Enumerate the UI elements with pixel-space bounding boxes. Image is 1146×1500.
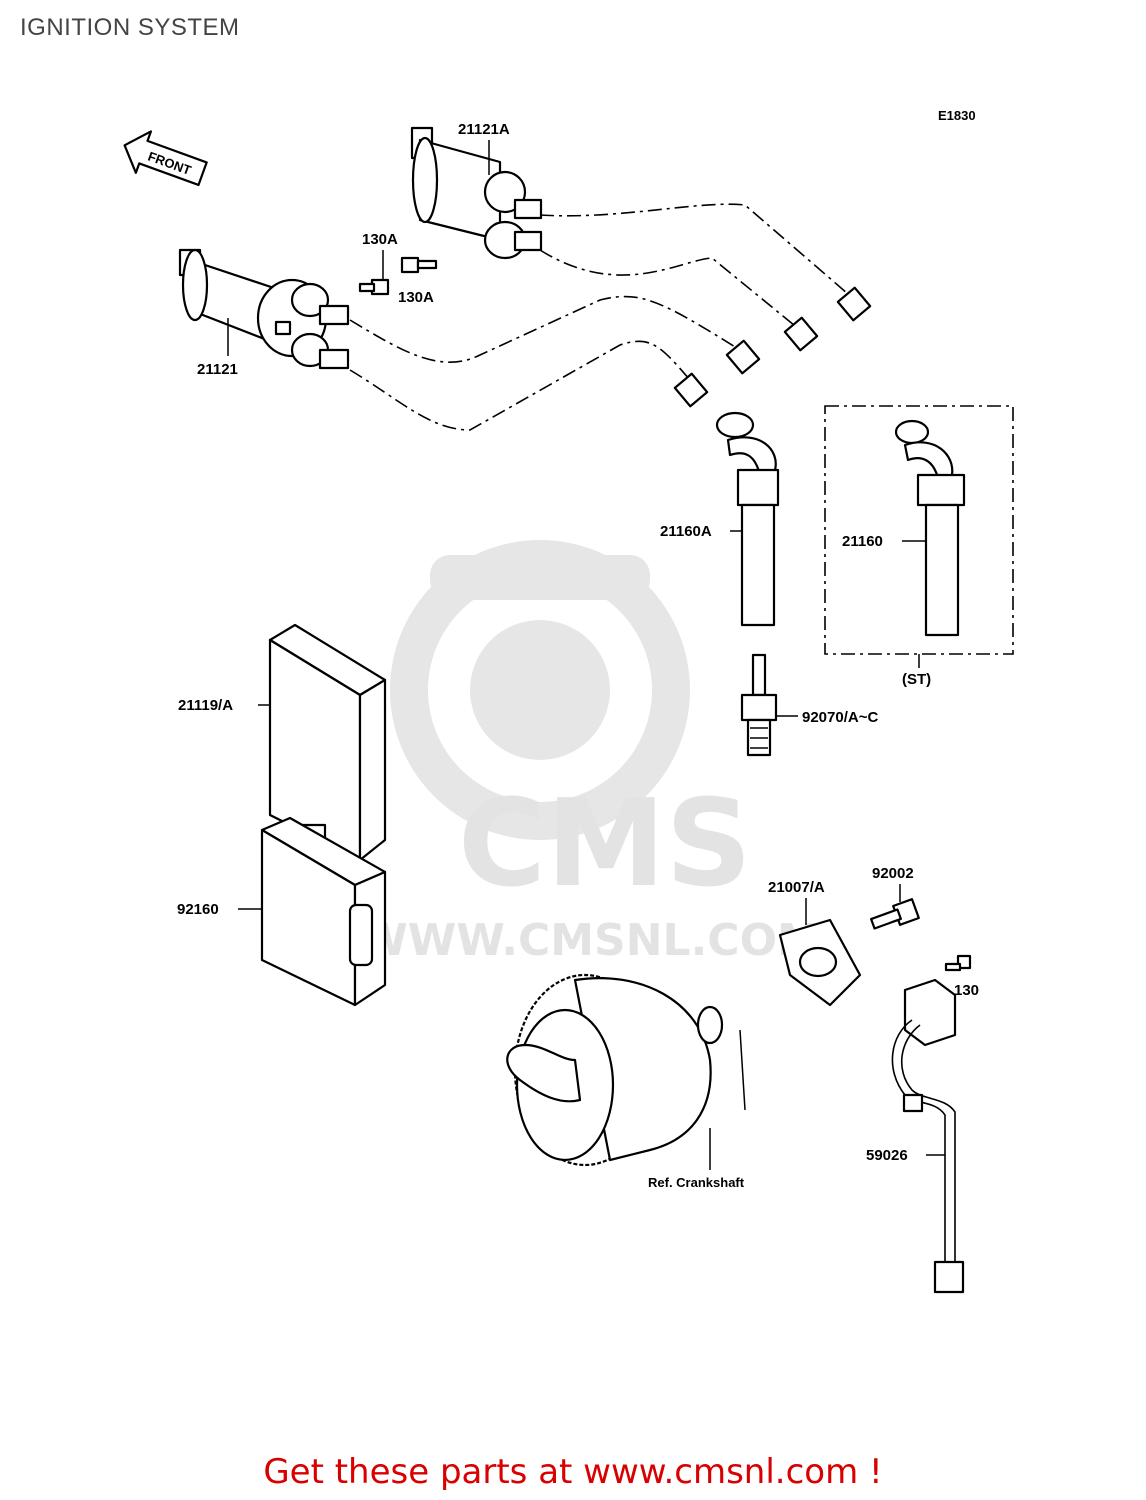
front-arrow-icon: FRONT <box>123 130 208 187</box>
timing-rotor <box>778 918 862 1007</box>
label-ref-crankshaft: Ref. Crankshaft <box>648 1175 745 1190</box>
label-59026: 59026 <box>866 1147 908 1164</box>
igniter-unit <box>268 623 387 862</box>
igniter-case <box>260 816 387 1007</box>
ignition-coil-upper <box>410 126 543 260</box>
label-st: (ST) <box>902 671 931 688</box>
label-21160a: 21160A <box>660 523 712 540</box>
watermark-logo: CMS WWW.CMSNL.COM <box>359 540 821 966</box>
plug-cap-a <box>715 411 780 627</box>
screw-92002 <box>870 898 920 930</box>
page-title: IGNITION SYSTEM <box>20 14 240 41</box>
label-21007a: 21007/A <box>768 879 825 896</box>
pickup-harness <box>891 978 965 1294</box>
watermark-brand: CMS <box>458 775 752 914</box>
label-130a-top: 130A <box>362 231 398 248</box>
diagram-code: E1830 <box>938 108 976 123</box>
watermark-url: WWW.CMSNL.COM <box>359 915 821 966</box>
part-labels: 21121A 130A 130A 21121 21160A 21160 (ST)… <box>177 121 979 1190</box>
label-21160: 21160 <box>842 533 883 550</box>
ignition-coil-lower <box>178 248 350 370</box>
bolt-130a-icons <box>358 256 438 296</box>
crankshaft-gear-assembly <box>506 973 746 1167</box>
label-130a-bottom: 130A <box>398 289 434 306</box>
label-92160: 92160 <box>177 901 219 918</box>
label-21121a: 21121A <box>458 121 510 138</box>
bolt-130 <box>944 954 972 972</box>
label-21121: 21121 <box>197 361 238 378</box>
spark-plug <box>740 653 778 757</box>
label-92070: 92070/A~C <box>802 709 878 726</box>
label-21119a: 21119/A <box>178 697 233 714</box>
call-to-action[interactable]: Get these parts at www.cmsnl.com ! <box>263 1452 883 1492</box>
st-variant-box <box>824 405 1014 655</box>
high-tension-leads <box>349 203 872 431</box>
label-92002: 92002 <box>872 865 914 882</box>
label-130: 130 <box>954 982 979 999</box>
